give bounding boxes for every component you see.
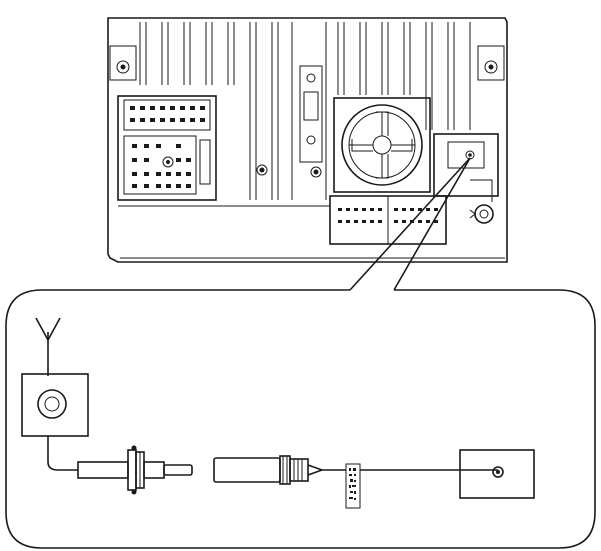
left-mounting-ear [109, 45, 137, 81]
chassis-outline [107, 17, 508, 263]
cable-label-tag [345, 463, 361, 509]
callout-frame [5, 289, 596, 549]
detail-callout [5, 157, 596, 549]
antenna-jack-box [21, 373, 89, 437]
panel-screw-2 [310, 166, 322, 178]
right-mounting-ear [477, 45, 505, 81]
callout-pointer-left [349, 157, 471, 291]
heat-sink-fins [139, 22, 471, 200]
iso-connector [117, 95, 217, 201]
cooling-fan [333, 97, 431, 193]
callout-pointer-right [393, 157, 471, 291]
radio-antenna-socket [459, 449, 535, 499]
antenna-plug [77, 445, 193, 495]
adapter-cable [213, 455, 498, 509]
head-unit-rear-panel [107, 17, 508, 263]
multi-pin-connector-block [329, 195, 447, 245]
ground-screw [469, 179, 494, 224]
antenna-cable [47, 436, 78, 471]
antenna-icon [35, 317, 61, 376]
center-post [299, 65, 323, 163]
radio-antenna-port [433, 133, 499, 197]
panel-screw-1 [256, 164, 268, 176]
